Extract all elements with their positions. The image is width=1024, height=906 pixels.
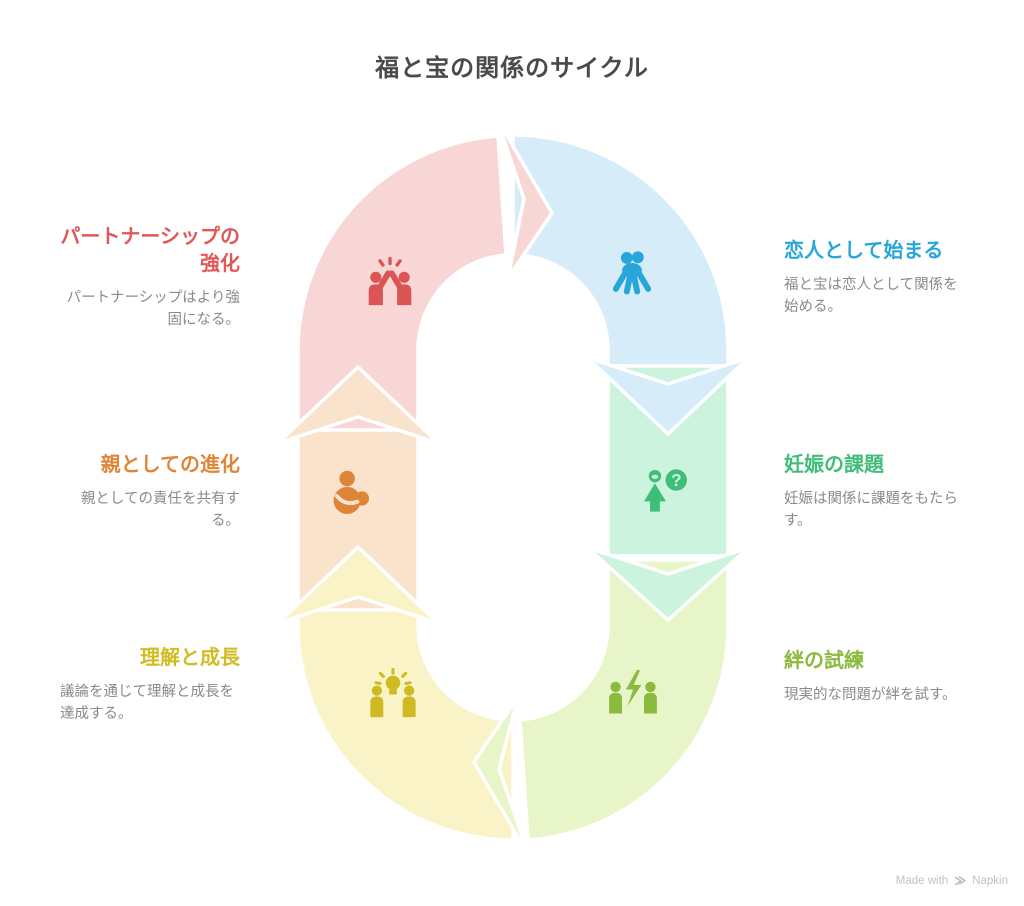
- brand-text: Napkin: [972, 875, 1008, 887]
- step-description: パートナーシップはより強固になる。: [66, 290, 240, 328]
- conflict-lightning-icon: [609, 670, 657, 714]
- step-start: 恋人として始まる 福と宝は恋人として関係を始める。: [784, 238, 970, 319]
- made-with-napkin-badge: Made with Napkin: [896, 874, 1008, 888]
- step-partnership: パートナーシップの強化 パートナーシップはより強固になる。: [60, 224, 240, 332]
- arrowhead-pregnancy: [586, 546, 750, 622]
- arrowhead-start: [586, 356, 750, 436]
- step-title: パートナーシップの強化: [60, 226, 240, 275]
- arrowhead-bond-test: [472, 695, 531, 858]
- page-title: 福と宝の関係のサイクル: [375, 55, 649, 82]
- segment-understanding-arc: [296, 608, 515, 842]
- step-description: 親としての責任を共有する。: [80, 491, 240, 529]
- step-description: 議論を通じて理解と成長を達成する。: [60, 684, 234, 722]
- segment-bond-test-arc: [518, 558, 730, 842]
- step-description: 現実的な問題が絆を試す。: [784, 687, 957, 703]
- step-understanding: 理解と成長 議論を通じて理解と成長を達成する。: [60, 645, 240, 726]
- question-glyph: ?: [671, 470, 682, 490]
- arrowhead-understanding: [276, 545, 440, 625]
- step-title: 絆の試練: [784, 650, 864, 672]
- parent-baby-icon: [333, 470, 370, 515]
- idea-team-icon: [370, 668, 416, 718]
- couple-hug-icon: [612, 251, 652, 295]
- segment-start-arc: [511, 133, 730, 368]
- step-parenthood: 親としての進化 親としての責任を共有する。: [60, 452, 240, 533]
- step-title: 恋人として始まる: [784, 240, 944, 262]
- arrowhead-partnership: [495, 117, 554, 280]
- step-title: 親としての進化: [100, 454, 240, 476]
- step-title: 妊娠の課題: [784, 454, 884, 476]
- high-five-icon: [368, 256, 412, 306]
- step-pregnancy: 妊娠の課題 妊娠は関係に課題をもたらす。: [784, 452, 970, 533]
- step-description: 福と宝は恋人として関係を始める。: [784, 277, 958, 315]
- step-description: 妊娠は関係に課題をもたらす。: [784, 491, 958, 529]
- arrowhead-parenthood: [276, 365, 440, 445]
- made-with-text: Made with: [895, 875, 949, 887]
- step-bond-test: 絆の試練 現実的な問題が絆を試す。: [784, 648, 970, 707]
- pregnancy-question-icon: ?: [643, 469, 687, 512]
- step-title: 理解と成長: [140, 647, 240, 669]
- napkin-logo-icon: [954, 876, 966, 886]
